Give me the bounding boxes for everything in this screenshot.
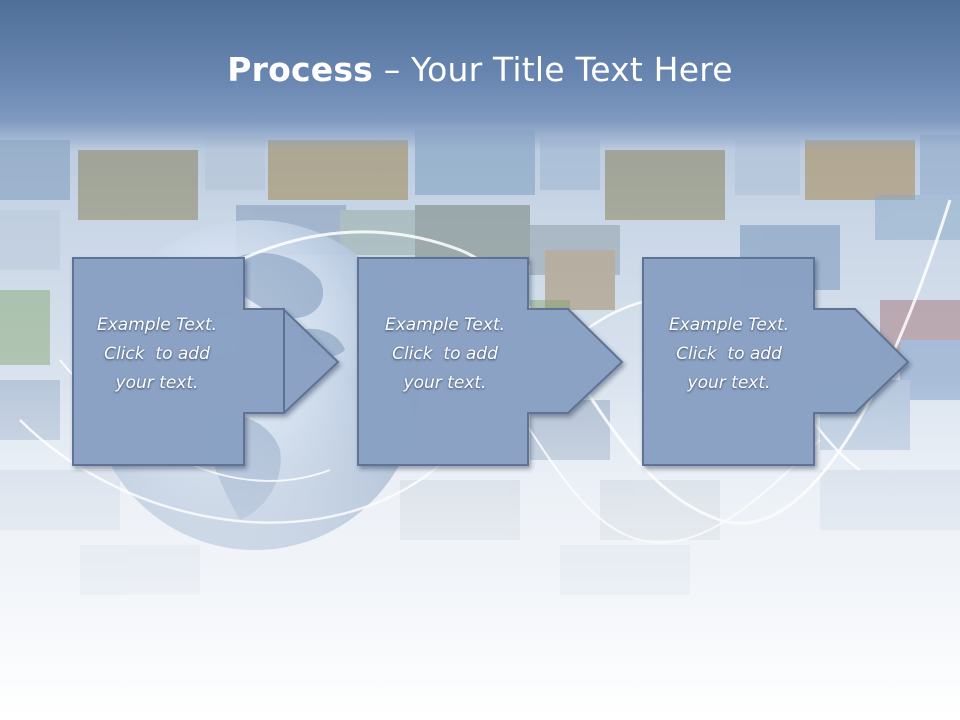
title-bar bbox=[0, 0, 960, 150]
process-step-3-shape[interactable] bbox=[642, 257, 910, 466]
step-1-line-1: Example Text. bbox=[96, 315, 218, 335]
process-step-1-text[interactable]: Example Text. Click to add your text. bbox=[72, 311, 242, 398]
title-rest: – Your Title Text Here bbox=[373, 50, 733, 89]
title-bold: Process bbox=[227, 50, 374, 89]
step-2-line-2: Click to add bbox=[392, 344, 498, 364]
step-3-line-3: your text. bbox=[687, 373, 771, 393]
slide-title[interactable]: Process – Your Title Text Here bbox=[0, 50, 960, 89]
step-1-line-2: Click to add bbox=[104, 344, 210, 364]
process-step-3-text[interactable]: Example Text. Click to add your text. bbox=[644, 311, 814, 398]
step-2-line-3: your text. bbox=[403, 373, 487, 393]
step-2-line-1: Example Text. bbox=[384, 315, 506, 335]
step-3-line-1: Example Text. bbox=[668, 315, 790, 335]
process-step-2-shape[interactable] bbox=[357, 257, 624, 466]
step-1-line-3: your text. bbox=[115, 373, 199, 393]
process-step-2-text[interactable]: Example Text. Click to add your text. bbox=[360, 311, 530, 398]
step-3-line-2: Click to add bbox=[676, 344, 782, 364]
process-step-1-shape[interactable] bbox=[72, 257, 340, 466]
